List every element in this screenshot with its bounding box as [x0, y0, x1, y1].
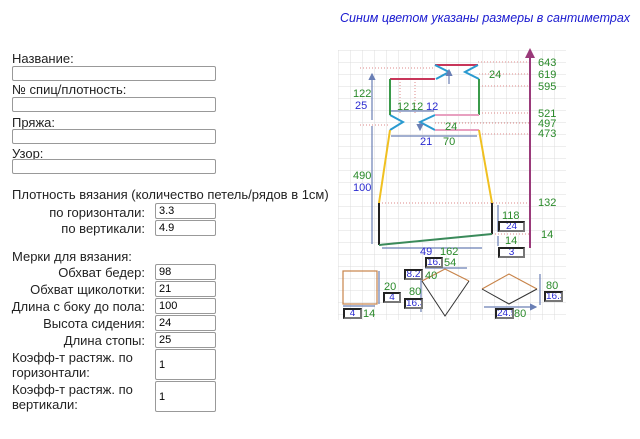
label-24-mid: 24 [445, 121, 458, 133]
yarn-input[interactable] [12, 129, 216, 144]
label-24-top: 24 [489, 69, 502, 81]
label-21: 21 [420, 136, 433, 148]
label-25: 25 [355, 100, 368, 112]
label-490: 490 [353, 170, 372, 182]
side-length-input[interactable] [155, 298, 216, 314]
label-70: 70 [443, 136, 456, 148]
seat-height-input[interactable] [155, 315, 216, 331]
needles-input[interactable] [12, 97, 216, 112]
needles-label: № спиц/плотность: [12, 82, 127, 97]
hips-input[interactable] [155, 264, 216, 280]
label-14b: 14 [363, 308, 376, 320]
box-8-2[interactable]: 8.2 [404, 269, 423, 280]
box-24[interactable]: 24 [498, 221, 525, 232]
yarn-label: Пряжа: [12, 115, 56, 130]
foot-length-input[interactable] [155, 332, 216, 348]
label-54: 54 [444, 257, 457, 269]
label-14: 14 [505, 235, 518, 247]
box-16-3b[interactable]: 16.3 [404, 298, 423, 309]
label-162: 162 [440, 246, 459, 258]
gauge-v-input[interactable] [155, 220, 216, 236]
label-40: 40 [425, 270, 438, 282]
ankle-input[interactable] [155, 281, 216, 297]
pattern-input[interactable] [12, 159, 216, 174]
foot-length-label: Длина стопы: [63, 333, 145, 348]
box-24-5[interactable]: 24.5 [495, 308, 514, 319]
label-122: 122 [353, 88, 372, 100]
label-12a: 12 [397, 101, 410, 113]
label-80a: 80 [409, 286, 422, 298]
size-note: Синим цветом указаны размеры в сантиметр… [340, 11, 631, 25]
scale-14: 14 [541, 229, 554, 241]
label-49: 49 [420, 246, 433, 258]
stretch-v-input[interactable]: 1 [155, 381, 216, 412]
label-20: 20 [384, 281, 397, 293]
scale-497: 497 [538, 118, 557, 130]
stretch-h-input[interactable]: 1 [155, 349, 216, 380]
label-12c: 12 [426, 101, 439, 113]
gauge-v-label: по вертикали: [61, 221, 145, 236]
scale-473: 473 [538, 128, 557, 140]
stretch-v-label: Коэфф-т растяж. по вертикали: [12, 382, 133, 412]
seat-height-label: Высота сидения: [43, 316, 145, 331]
scale-132: 132 [538, 197, 557, 209]
box-16-3c[interactable]: 16.3 [544, 291, 563, 302]
label-80c: 80 [514, 308, 527, 320]
scale-521: 521 [538, 108, 557, 120]
box-3[interactable]: 3 [498, 247, 525, 258]
side-length-label: Длина с боку до пола: [11, 299, 145, 314]
gauge-heading: Плотность вязания (количество петель/ряд… [12, 187, 329, 202]
stretch-h-label: Коэфф-т растяж. по горизонтали: [12, 350, 133, 380]
name-input[interactable] [12, 66, 216, 81]
pattern-label: Узор: [12, 146, 44, 161]
ankle-label: Обхват щиколотки: [30, 282, 145, 297]
gauge-h-label: по горизонтали: [49, 205, 145, 220]
scale-619: 619 [538, 69, 557, 81]
measures-heading: Мерки для вязания: [12, 249, 132, 264]
label-118: 118 [502, 210, 520, 222]
gauge-h-input[interactable] [155, 203, 216, 219]
sole-piece [342, 270, 378, 305]
box-4b[interactable]: 4 [343, 308, 362, 319]
hips-label: Обхват бедер: [58, 265, 145, 280]
label-80b: 80 [546, 280, 559, 292]
label-100: 100 [353, 182, 372, 194]
scale-595: 595 [538, 81, 557, 93]
box-4a[interactable]: 4 [383, 292, 401, 303]
box-16-3a[interactable]: 16.3 [425, 257, 443, 268]
scale-643: 643 [538, 57, 557, 69]
name-label: Название: [12, 51, 74, 66]
label-12b: 12 [411, 101, 424, 113]
dimension-arrows [343, 70, 540, 312]
